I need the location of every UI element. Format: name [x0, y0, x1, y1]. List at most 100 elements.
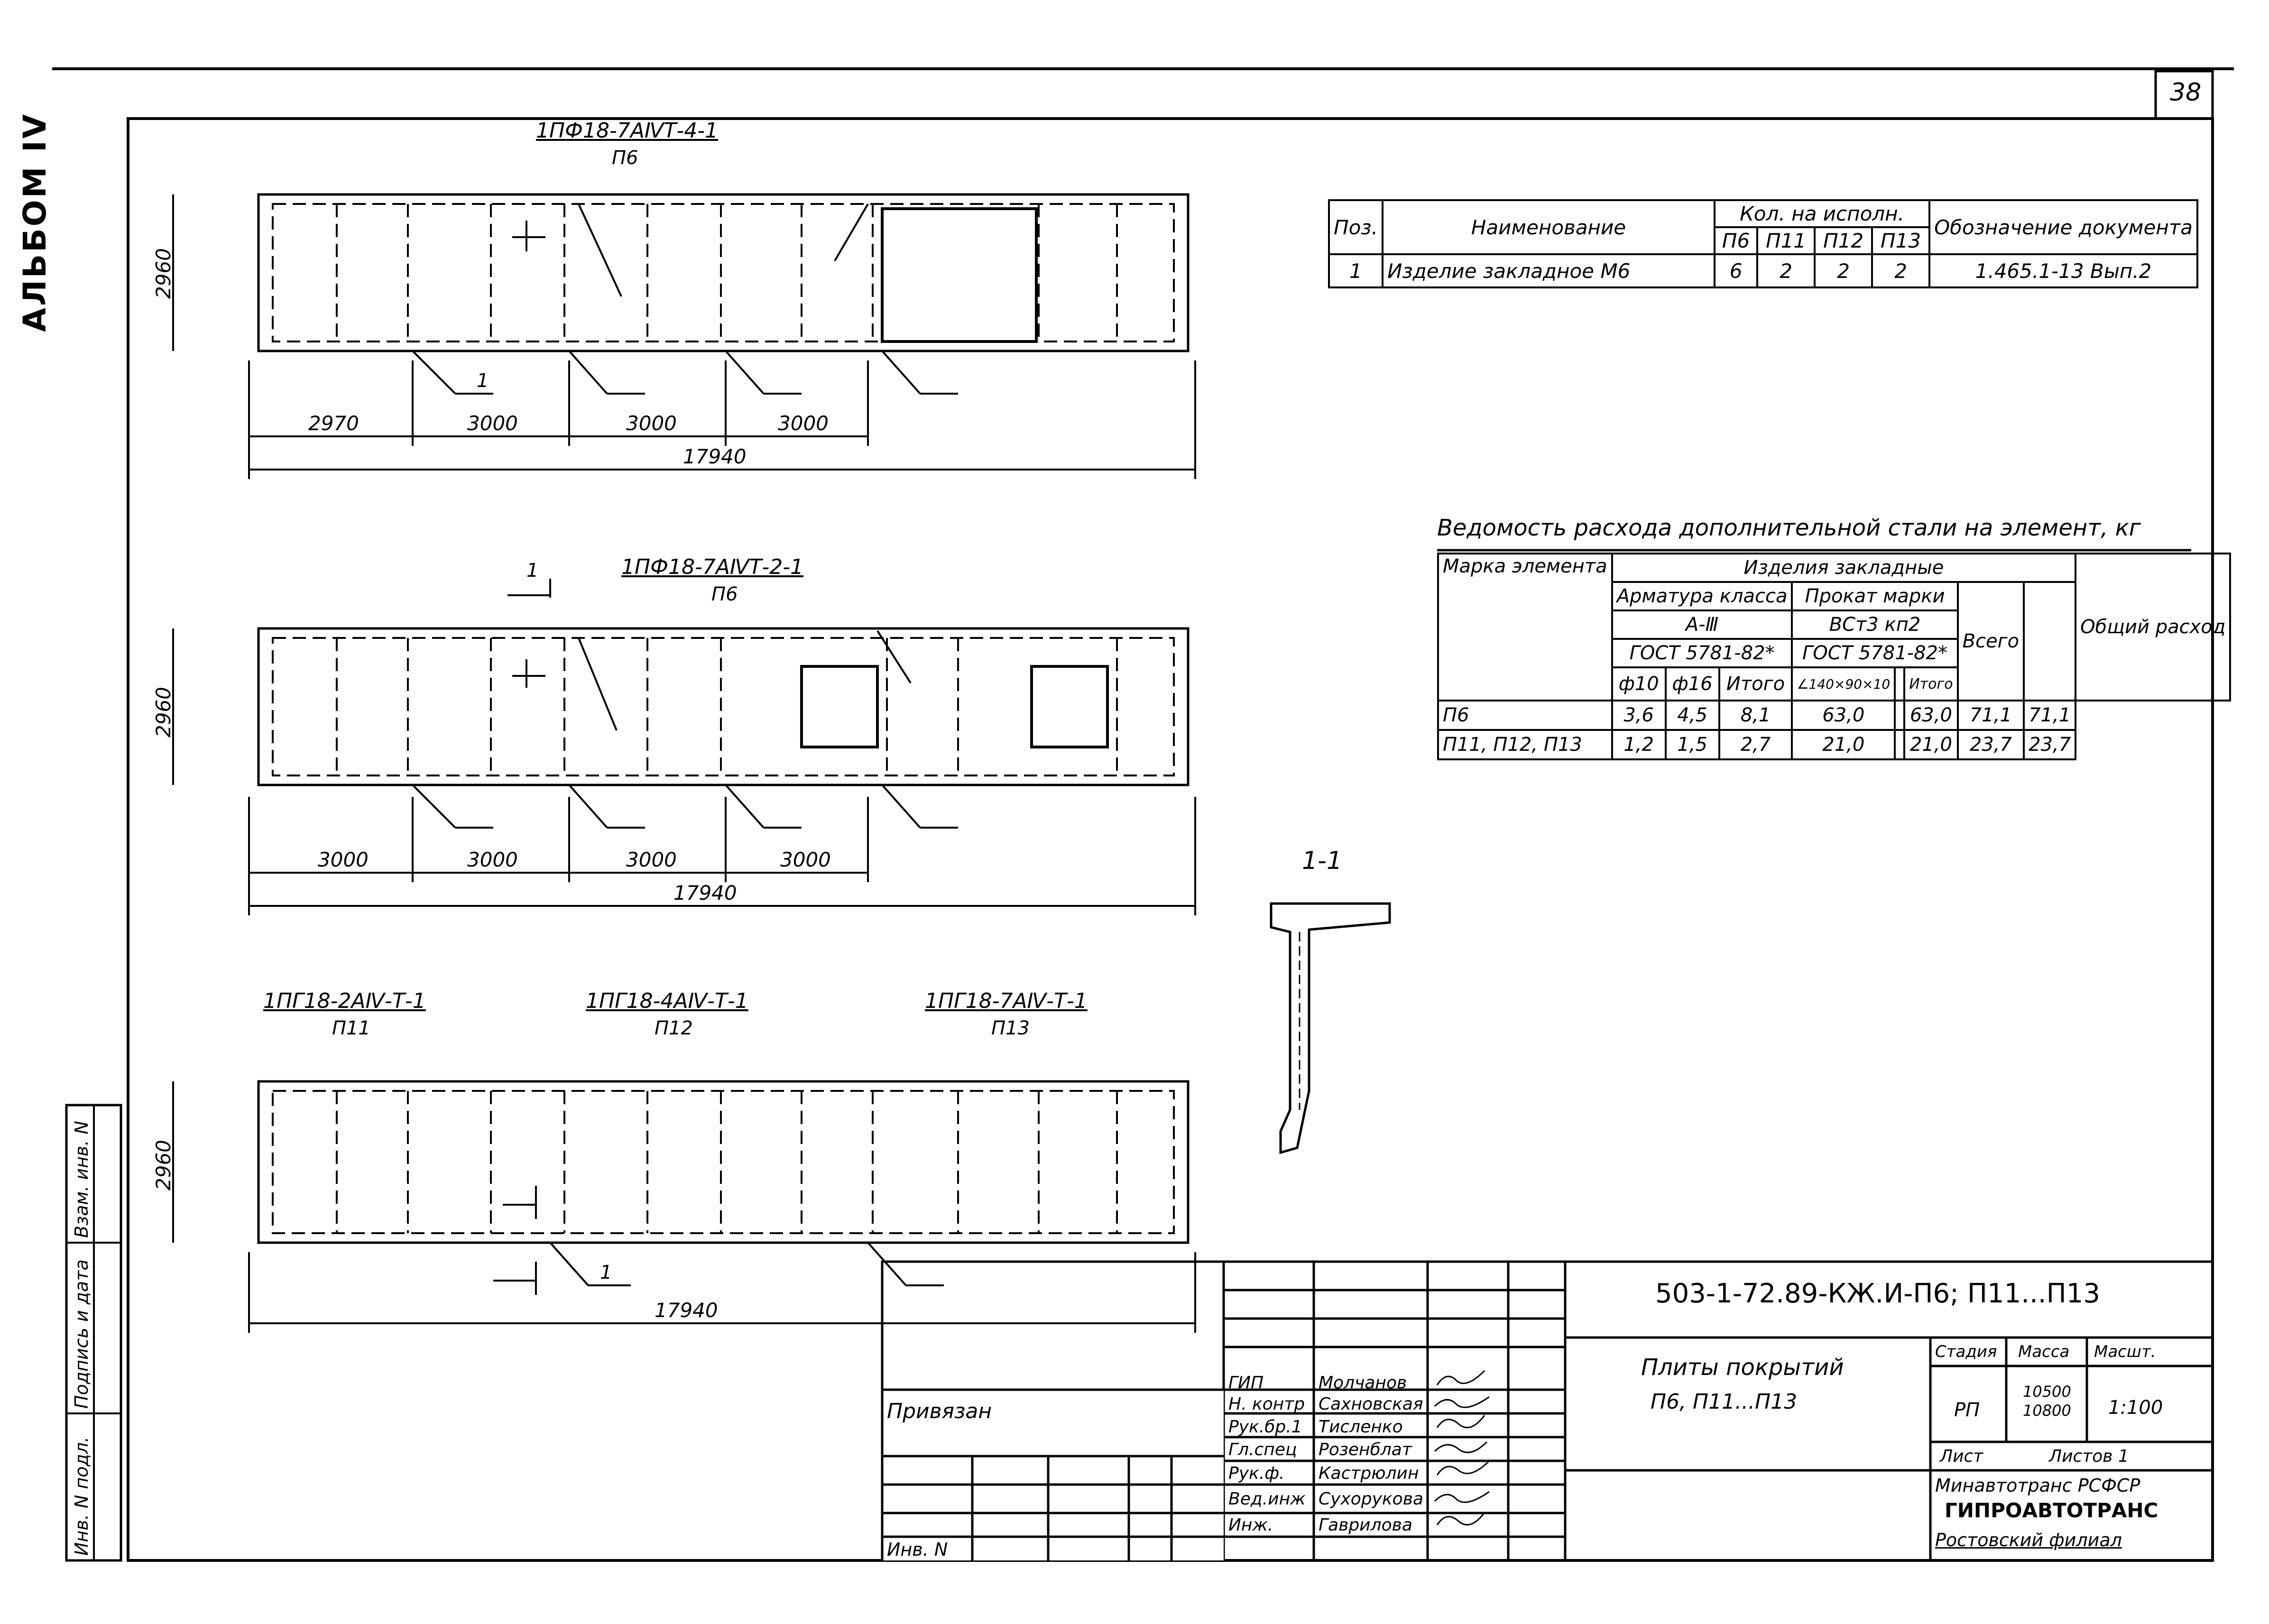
spec-cell-q1: 6	[1713, 253, 1759, 288]
steel-cell-mark: П11, П12, П13	[1437, 729, 1613, 760]
plan-2-mark: 1ПФ18-7АⅣТ-2-1	[621, 555, 804, 579]
plan-3-slab	[257, 1080, 1190, 1244]
sheet-label: Лист	[1940, 1447, 1983, 1466]
steel-header-rolled-grade: ВСт3 кп2	[1791, 609, 1959, 640]
plan-3-name-1: П11	[332, 1017, 370, 1039]
steel-table: Марка элемента Изделия закладные Общий р…	[1437, 553, 2232, 760]
scale-label: Масшт.	[2094, 1342, 2156, 1361]
steel-header-group: Изделия закладные	[1611, 553, 2077, 583]
staff-role-6: Вед.инж	[1228, 1489, 1306, 1509]
steel-cell-d10: 3,6	[1611, 700, 1667, 731]
steel-header-rebar-class: А-Ⅲ	[1611, 609, 1793, 640]
plan-3-mark-2: 1ПГ18-4АⅣ-Т-1	[586, 989, 748, 1013]
steel-header-subtotal2: Итого	[1903, 666, 1959, 701]
side-label-sign: Подпись и дата	[71, 1259, 92, 1409]
spec-header-v1: П6	[1713, 226, 1759, 255]
plan-2-dimensions	[172, 579, 1196, 915]
staff-role-7: Инж.	[1228, 1515, 1273, 1535]
steel-cell-total: 23,7	[1956, 729, 2025, 760]
plan-1-total: 17940	[683, 445, 747, 468]
plan-2-span-3: 3000	[626, 848, 677, 871]
spec-cell-name: Изделие закладное М6	[1381, 253, 1716, 288]
plan-1-ribs	[336, 204, 1118, 341]
plan-2-span-2: 3000	[467, 848, 518, 871]
steel-cell-sub2: 21,0	[1903, 729, 1959, 760]
side-label-replace: Взам. инв. N	[71, 1121, 92, 1238]
plan-1-width: 2960	[152, 248, 175, 299]
steel-cell-angle: 21,0	[1791, 729, 1896, 760]
staff-role-4: Гл.спец	[1228, 1440, 1297, 1459]
staff-role-3: Рук.бр.1	[1228, 1417, 1302, 1437]
plan-1-mark: 1ПФ18-7АⅣТ-4-1	[536, 119, 719, 143]
steel-header-d10: ф10	[1611, 666, 1667, 701]
steel-cell-sub: 2,7	[1718, 729, 1793, 760]
plan-1-span-3: 3000	[626, 412, 677, 435]
spec-cell-q4: 2	[1871, 253, 1931, 288]
steel-cell-angle: 63,0	[1791, 700, 1896, 731]
steel-header-total: Всего	[1956, 581, 2025, 701]
plan-1-dimensions	[172, 194, 1196, 479]
inv-label: Инв. N	[887, 1539, 948, 1560]
spec-header-pos: Поз.	[1328, 199, 1384, 255]
steel-header-overall: Общий расход	[2075, 553, 2232, 701]
staff-role-2: Н. контр	[1228, 1394, 1305, 1414]
plan-2-span-1: 3000	[318, 848, 369, 871]
steel-cell-d16: 1,5	[1664, 729, 1720, 760]
steel-header-rebar: Арматура класса	[1611, 581, 1793, 611]
section-label: 1-1	[1302, 847, 1342, 875]
table-row: П11, П12, П13 1,2 1,5 2,7 21,0 21,0 23,7…	[1437, 729, 2230, 760]
spec-cell-q2: 2	[1756, 253, 1816, 288]
plan-1-callout: 1	[477, 370, 489, 392]
steel-cell-sub2: 63,0	[1903, 700, 1959, 731]
steel-cell-mark: П6	[1437, 700, 1613, 731]
steel-cell-d16: 4,5	[1664, 700, 1720, 731]
album-label: АЛЬБОМ IV	[17, 112, 53, 332]
spec-header-v2: П11	[1756, 226, 1816, 255]
side-label-inv: Инв. N подл.	[71, 1436, 92, 1556]
drawing-title: Плиты покрытий	[1641, 1354, 1844, 1381]
staff-name-7: Гаврилова	[1319, 1515, 1412, 1535]
bound-label: Привязан	[887, 1399, 992, 1423]
steel-cell-blank	[1894, 700, 1906, 731]
doc-code: 503-1-72.89-КЖ.И-П6; П11...П13	[1655, 1278, 2100, 1309]
steel-cell-overall: 23,7	[2023, 729, 2077, 760]
plan-1-span-1: 2970	[308, 412, 359, 435]
spec-cell-doc: 1.465.1-13 Вып.2	[1928, 253, 2198, 288]
steel-cell-overall: 71,1	[2023, 700, 2077, 731]
org-line-2: ГИПРОАВТОТРАНС	[1945, 1499, 2158, 1522]
steel-header-rebar-std: ГОСТ 5781-82*	[1611, 638, 1793, 668]
steel-cell-total: 71,1	[1956, 700, 2025, 731]
steel-header-blank	[1894, 666, 1906, 701]
org-line-3: Ростовский филиал	[1935, 1530, 2122, 1550]
spec-header-v4: П13	[1871, 226, 1931, 255]
staff-name-4: Розенблат	[1319, 1440, 1412, 1459]
plan-3-ribs	[336, 1091, 1118, 1233]
steel-cell-blank	[1894, 729, 1906, 760]
steel-header-mark: Марка элемента	[1437, 553, 1613, 701]
spec-table: Поз. Наименование Кол. на испoлн. Обозна…	[1328, 199, 2198, 288]
staff-name-5: Кастрюлин	[1319, 1464, 1419, 1483]
spec-cell-q3: 2	[1814, 253, 1873, 288]
steel-header-subtotal: Итого	[1718, 666, 1793, 701]
plan-3-callout: 1	[600, 1262, 612, 1283]
spec-cell-pos: 1	[1328, 253, 1384, 288]
staff-name-1: Молчанов	[1319, 1373, 1407, 1393]
plan-2-name: П6	[711, 583, 738, 605]
plan-3-name-3: П13	[991, 1017, 1030, 1039]
staff-role-5: Рук.ф.	[1228, 1464, 1285, 1483]
scale-value: 1:100	[2108, 1397, 2163, 1419]
sheet-number-box	[2154, 70, 2214, 120]
sheet-number: 38	[2170, 78, 2202, 107]
steel-header-d16: ф16	[1664, 666, 1720, 701]
plan-1-span-2: 3000	[467, 412, 518, 435]
mass-value-1: 10500	[2023, 1383, 2071, 1401]
plan-2-span-4: 3000	[780, 848, 831, 871]
plan-2-slab	[257, 627, 1190, 786]
steel-table-title: Ведомость расхода дополнительной стали н…	[1437, 515, 2141, 541]
plan-3-width: 2960	[152, 1140, 175, 1190]
plan-3-dimensions	[172, 1081, 1196, 1333]
plan-1-slab	[257, 193, 1190, 352]
plan-2-width: 2960	[152, 687, 175, 738]
drawing-subtitle: П6, П11...П13	[1651, 1390, 1798, 1414]
